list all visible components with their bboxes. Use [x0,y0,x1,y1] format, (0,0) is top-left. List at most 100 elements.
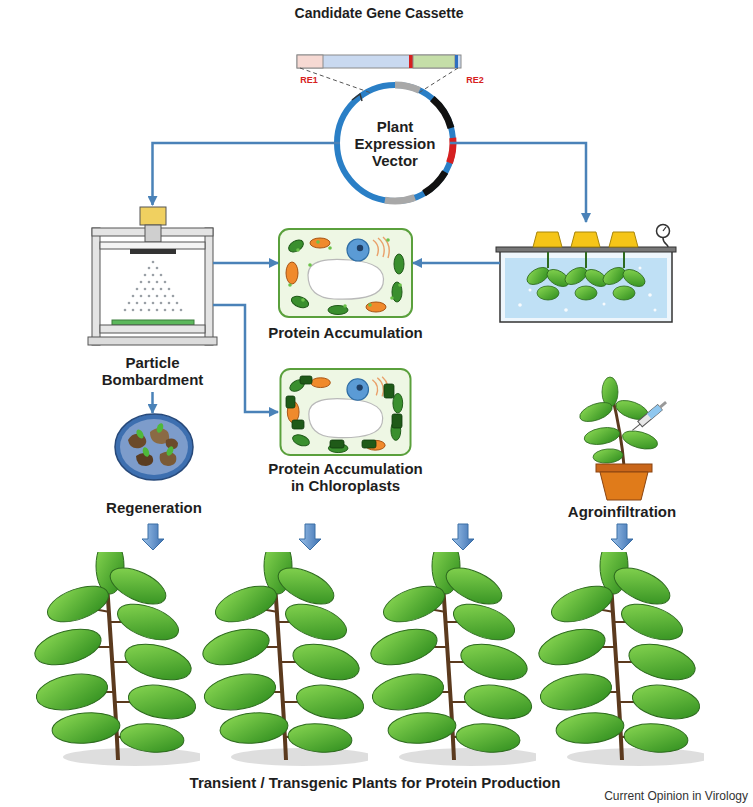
gene-gun-illustration-part-part [164,295,167,298]
chloroplast-cell-illustration-part [286,376,402,448]
gene-gun-illustration-part-part [144,302,147,305]
node-label: Candidate Gene Cassette [249,5,509,22]
regeneration-dish-part-part [165,445,175,457]
gene-cassette: Candidate Gene Cassette [297,55,461,68]
node-label: Plant Expression Vector [349,85,441,201]
gene-gun-illustration-part-part [168,288,171,291]
node-label: Protein Accumulation [248,324,443,341]
plant-cell-illustration-part-part [316,240,320,244]
gene-cassette-bar-part [413,55,455,68]
vacuum-infiltration-tank-part-part [603,303,606,306]
flow-arrow [153,143,341,205]
gene-gun-illustration-part-part [148,281,151,284]
syringe-infiltrated-plant-part [630,400,668,434]
plasmid-circle-part [424,172,445,193]
vacuum-infiltration-tank-part-part [537,286,559,300]
syringe-infiltrated-plant-part-part [592,448,623,465]
block-arrow [611,524,633,550]
regeneration-dish-part [120,419,188,475]
plant-cell-illustration-part [288,238,402,308]
plant-cell-illustration-part-part [308,263,312,267]
expression-vector-circle: Plant Expression Vector [337,85,453,201]
syringe-infiltrated-plant-part [596,464,652,472]
vacuum-infiltration-tank-part-part [529,289,532,292]
gene-gun-illustration-part-part [148,295,151,298]
syringe-infiltrated-plant-part-part [583,425,621,447]
regeneration-dish-part-part [155,422,164,433]
vacuum-infiltration-tank-part [533,232,562,247]
plant-cell-illustration-part-part [386,238,390,242]
vacuum-infiltration-tank-part-part [564,308,568,312]
plant-cell-illustration-part-part [368,303,372,307]
gene-gun-illustration-part [100,242,205,249]
plant-cell-illustration-part-part [288,283,292,287]
gene-gun-illustration-part-part [128,302,131,305]
plant-cell: Protein Accumulation [278,228,413,318]
gene-gun-illustration-part [145,225,161,242]
journal-watermark: Current Opinion in Virology [540,789,748,803]
plant-cell-illustration-part-part [301,298,305,302]
gene-cassette-bar-part [297,55,323,68]
plant-cell-illustration-part-part [398,283,402,287]
gene-gun-illustration-part-part [152,261,155,264]
plasmid-circle-part [432,99,451,128]
regeneration-dish: Regeneration [115,413,193,481]
chloroplast-cell-illustration-part [280,369,410,455]
gene-gun-illustration-part-part [160,274,163,277]
plant-cell-illustration-part-part [343,304,347,308]
flow-arrow [213,305,278,412]
restriction-site: RE1 [296,75,322,86]
gene-gun-illustration-part-part [132,309,135,312]
plant-row-part [199,538,375,766]
regeneration-dish-part-part [135,428,145,440]
dashed-leader [418,68,458,93]
vacuum-infiltration-tank-part [518,267,656,312]
syringe-infiltrated-plant-part-part [632,424,640,430]
gene-gun-illustration-part-part [176,302,179,305]
chloroplast-cell-illustration-part-part [300,376,312,384]
plant-row-part [31,538,207,766]
flow-arrow [213,262,278,265]
gene-gun-illustration-part-part [156,281,159,284]
gene-gun-illustration-part-part [160,288,163,291]
node-label: Particle Bombardment [82,354,223,388]
chloroplast-cell-illustration-part-part [392,414,402,428]
vacuum-infiltration-tank-part [500,250,672,322]
gene-cassette-bar-part [297,55,461,68]
vacuum-infiltration-tank-part-part [518,303,522,307]
gene-gun-illustration-part-part [180,309,183,312]
plant-row [31,538,711,766]
gene-gun-illustration-part [124,261,183,312]
gene-gun-illustration-part-part [156,267,159,270]
vacuum-infiltration-tank-part-part [639,267,642,270]
plant-row-part [367,538,543,766]
plasmid-circle-part [395,85,420,90]
node-label: Agroinfiltration [552,503,692,520]
gene-gun-illustration-part [140,207,166,225]
gene-gun-illustration-part-part [144,288,147,291]
syringe-infiltrated-plant-part-part [621,428,660,453]
vacuum-infiltration-tank [496,225,676,323]
chloroplast-cell: Protein Accumulation in Chloroplasts [278,368,413,456]
gene-gun-illustration-part-part [164,281,167,284]
plasmid-circle [337,85,453,201]
vacuum-infiltration-tank-part [548,252,624,268]
gene-gun-illustration-part [205,228,213,345]
vacuum-infiltration-tank-part [663,227,666,231]
gene-cassette-bar [297,55,461,68]
vacuum-infiltration-tank-part [609,232,638,247]
gene-cassette-bar-part [455,55,458,68]
plasmid-circle-part [337,85,453,201]
block-arrow [142,524,164,550]
syringe-infiltrated-plant-part-part [659,401,667,408]
plasmid-circle-part [385,198,415,201]
gene-gun-illustration-part [88,337,217,345]
gene-gun-illustration-part-part [144,274,147,277]
plant-cell-illustration-part-part [296,248,300,252]
flow-arrow [450,143,586,222]
vacuum-infiltration-tank-part-part [613,286,635,300]
gene-gun-illustration-part-part [156,309,159,312]
vacuum-infiltration-tank-part [496,247,676,252]
